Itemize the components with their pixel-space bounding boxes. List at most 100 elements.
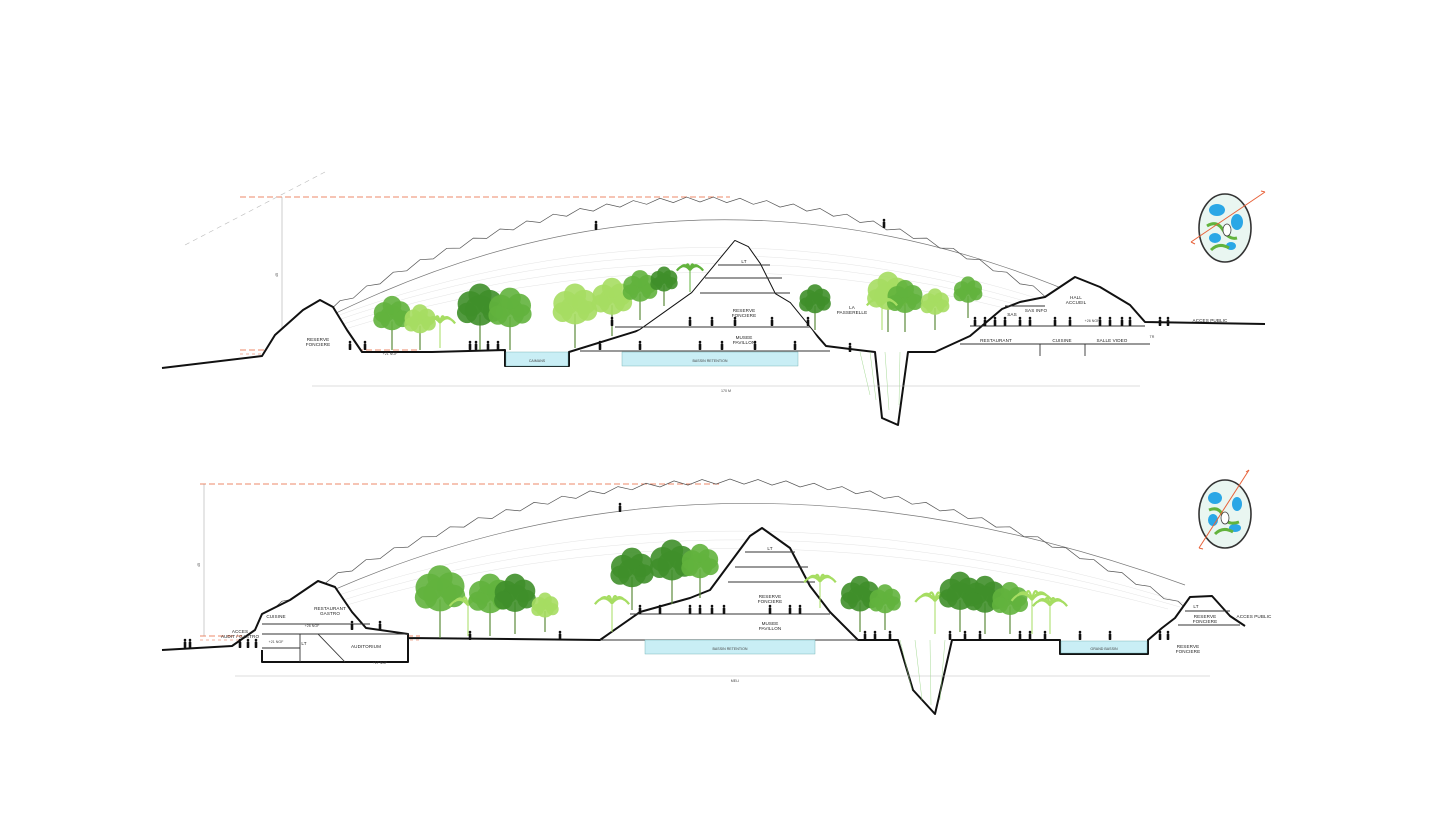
tree: [414, 565, 466, 638]
palm-tree: [594, 594, 630, 632]
person-silhouette: [806, 316, 810, 326]
person-silhouette: [873, 630, 877, 640]
person-silhouette: [1098, 316, 1102, 326]
person-silhouette: [973, 316, 977, 326]
tree: [840, 575, 880, 632]
tree: [650, 266, 678, 306]
person-silhouette: [378, 620, 382, 630]
ravine-lines-b: [899, 639, 946, 706]
person-silhouette: [948, 630, 952, 640]
label-lt-left-b: LT: [301, 641, 306, 646]
tree: [494, 573, 536, 634]
tree: [887, 280, 923, 332]
person-silhouette: [888, 630, 892, 640]
label-auditorium: AUDITORIUM: [351, 644, 381, 649]
trees-section-a: [373, 263, 983, 350]
person-silhouette: [688, 316, 692, 326]
person-silhouette: [348, 340, 352, 350]
person-silhouette: [618, 502, 622, 512]
person-silhouette: [1120, 316, 1124, 326]
person-silhouette: [1166, 630, 1170, 640]
person-silhouette: [753, 340, 757, 350]
person-silhouette: [720, 340, 724, 350]
person-silhouette: [978, 630, 982, 640]
person-silhouette: [1003, 316, 1007, 326]
tree: [404, 304, 436, 350]
person-silhouette: [1068, 316, 1072, 326]
right-building-floors-b: [1178, 610, 1240, 626]
person-silhouette: [793, 340, 797, 350]
palm-tree: [1010, 590, 1054, 634]
person-silhouette: [698, 604, 702, 614]
person-silhouette: [468, 340, 472, 350]
person-silhouette: [350, 620, 354, 630]
person-silhouette: [1158, 316, 1162, 326]
person-silhouette: [848, 342, 852, 352]
label-grand-bassin: GRAND BASSIN: [1090, 647, 1118, 651]
label-restaurant: RESTAURANT: [980, 338, 1012, 343]
person-silhouette: [688, 604, 692, 614]
palm-tree: [1032, 596, 1068, 634]
person-silhouette: [1158, 630, 1162, 640]
person-silhouette: [474, 340, 478, 350]
person-silhouette: [993, 316, 997, 326]
label-bassin-retention-b: BASSIN RETENTION: [713, 647, 748, 651]
height-dim-label: 45: [275, 273, 279, 277]
person-silhouette: [363, 340, 367, 350]
ground-profile-b: [161, 527, 1246, 715]
trees-section-b: [414, 539, 1068, 638]
tree: [992, 582, 1028, 634]
height-dim-label-b: 45: [197, 563, 201, 567]
person-silhouette: [863, 630, 867, 640]
person-silhouette: [710, 316, 714, 326]
grand-basin: [1060, 640, 1148, 654]
person-silhouette: [610, 316, 614, 326]
people-section-a: [348, 218, 1170, 352]
dome-outer-shell: [299, 196, 1101, 331]
label-tr: TR: [1150, 335, 1155, 339]
tree: [953, 276, 983, 318]
label-salle-video: SALLE VIDEO: [1097, 338, 1128, 343]
tree: [920, 288, 950, 330]
tree: [531, 592, 559, 632]
tree: [681, 543, 719, 598]
label-lt-center-b: LT: [767, 546, 772, 551]
span-dim-label-b: MELI: [731, 679, 739, 683]
person-silhouette: [486, 340, 490, 350]
palm-tree: [865, 297, 899, 330]
person-silhouette: [963, 630, 967, 640]
person-silhouette: [238, 638, 242, 648]
label-acces-public-b: ACCES PUBLIC: [1237, 614, 1272, 619]
person-silhouette: [638, 604, 642, 614]
tree: [552, 283, 598, 348]
person-silhouette: [496, 340, 500, 350]
label-ngf-left: +21 NGF: [383, 352, 398, 356]
tree: [610, 547, 654, 610]
tree: [799, 284, 831, 330]
person-silhouette: [1053, 316, 1057, 326]
person-silhouette: [798, 604, 802, 614]
person-silhouette: [1128, 316, 1132, 326]
label-cuisine-b: CUISINE: [266, 614, 285, 619]
person-silhouette: [770, 316, 774, 326]
person-silhouette: [468, 630, 472, 640]
dome-fan-lines: [299, 247, 1101, 333]
person-silhouette: [788, 604, 792, 614]
palm-tree: [423, 315, 457, 348]
person-silhouette: [246, 638, 250, 648]
label-ngf-17-b: +17 NGF: [373, 661, 388, 665]
tree: [488, 287, 532, 350]
caiman-basin: [505, 351, 569, 367]
right-building-floors: [960, 305, 1150, 356]
passerelle-lines: [859, 351, 901, 411]
label-ngf-right: +26 NGF: [1085, 319, 1100, 323]
person-silhouette: [698, 340, 702, 350]
person-silhouette: [1028, 630, 1032, 640]
person-silhouette: [1043, 630, 1047, 640]
